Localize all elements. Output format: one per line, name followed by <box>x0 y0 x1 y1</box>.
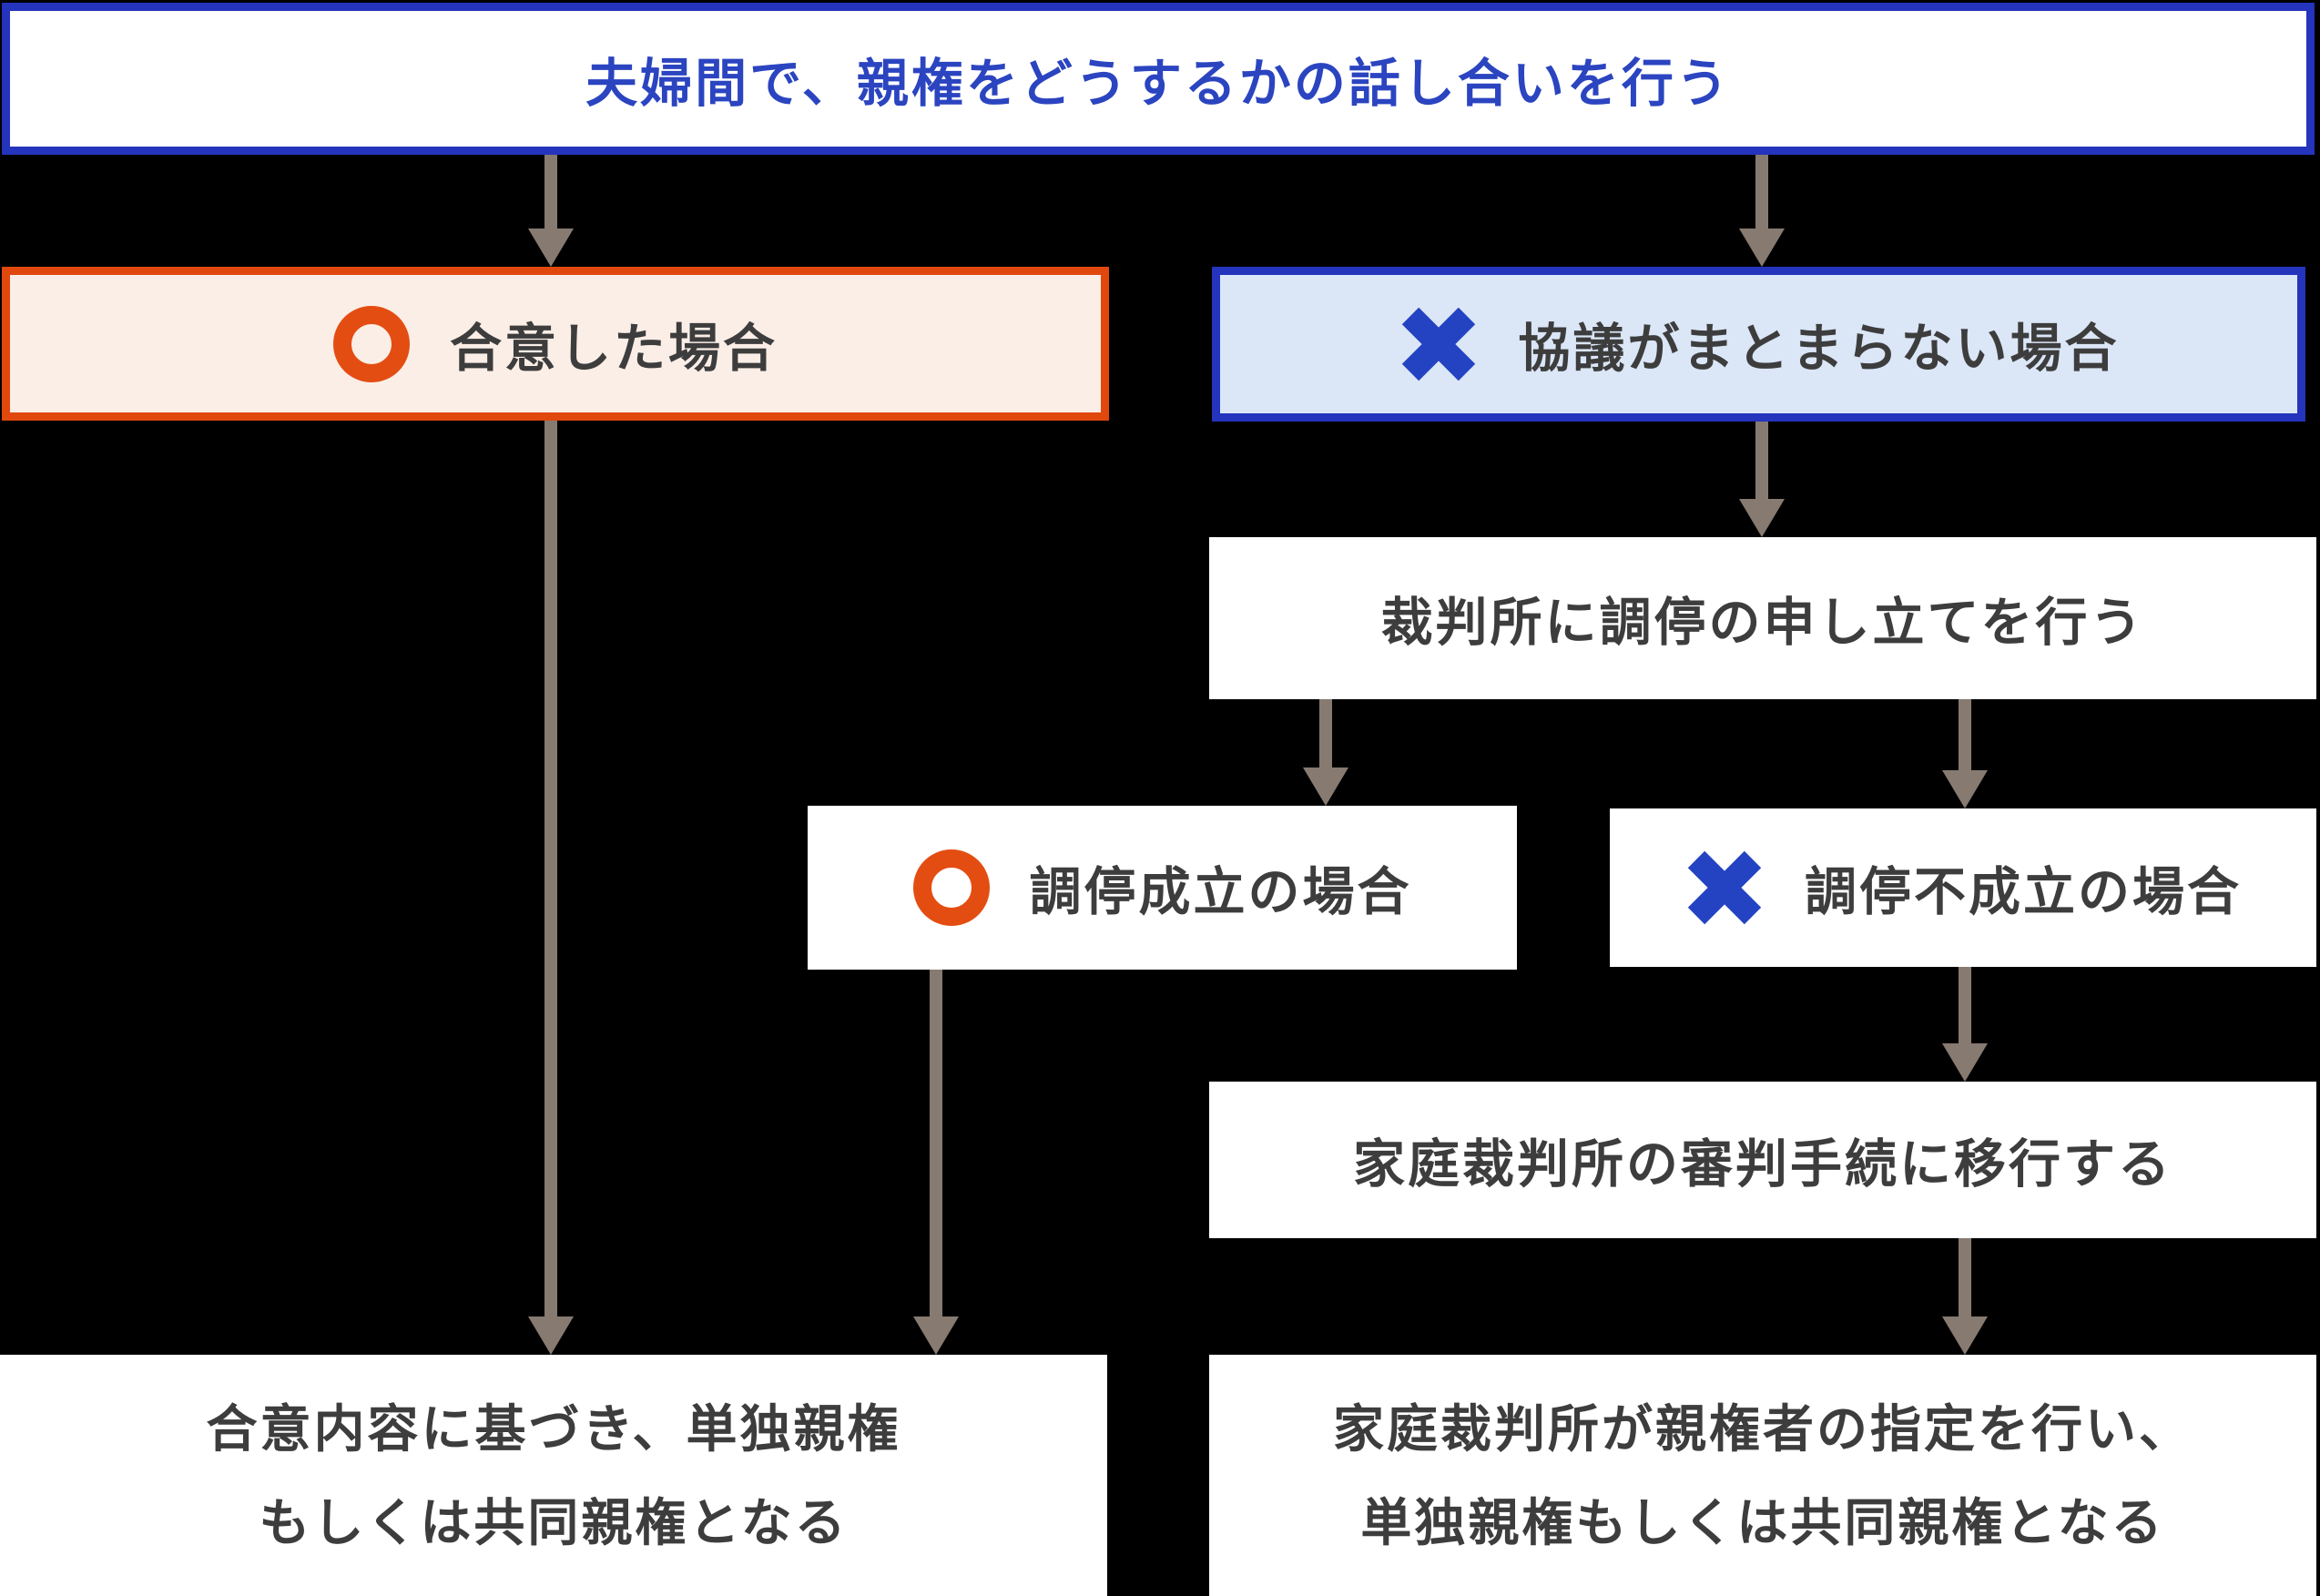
node-mediation-label: 裁判所に調停の申し立てを行う <box>1380 594 2145 652</box>
node-mediation-success: 調停成立の場合 <box>808 806 1517 970</box>
arrow-success-to-outcome <box>930 970 942 1316</box>
node-outcome-court: 家庭裁判所が親権者の指定を行い、 単独親権もしくは共同親権となる <box>1209 1355 2316 1596</box>
node-no-agreement-case: 協議がまとまらない場合 <box>1212 267 2305 422</box>
cross-icon <box>1401 307 1475 381</box>
node-discussion-label: 夫婦間で、親権をどうするかの話し合いを行う <box>585 54 1731 113</box>
node-agreed-case: 合意した場合 <box>2 267 1109 421</box>
arrow-failure-to-trial <box>1959 967 1971 1043</box>
outcome-court-line1: 家庭裁判所が親権者の指定を行い、 <box>1333 1399 2193 1458</box>
node-mediation-success-label: 調停成立の場合 <box>1029 863 1412 921</box>
outcome-agreement-line1: 合意内容に基づき、単独親権 <box>206 1399 901 1458</box>
arrow-start-to-agree <box>544 155 557 229</box>
node-agreed-label: 合意した場合 <box>450 319 778 378</box>
node-discussion-start: 夫婦間で、親権をどうするかの話し合いを行う <box>2 3 2315 155</box>
arrow-mediation-to-success <box>1319 699 1332 768</box>
circle-icon <box>912 849 990 926</box>
node-outcome-agreement: 合意内容に基づき、単独親権 もしくは共同親権となる <box>0 1355 1107 1596</box>
arrow-disagree-to-mediation <box>1755 422 1768 499</box>
cross-icon <box>1687 850 1762 925</box>
node-mediation-failure-label: 調停不成立の場合 <box>1805 863 2242 921</box>
arrow-trial-to-outcome <box>1959 1238 1971 1316</box>
node-no-agreement-label: 協議がまとまらない場合 <box>1518 320 2120 378</box>
arrow-agree-to-outcome <box>544 421 557 1316</box>
node-family-court-trial: 家庭裁判所の審判手続に移行する <box>1209 1082 2316 1238</box>
node-family-court-trial-label: 家庭裁判所の審判手続に移行する <box>1353 1135 2172 1194</box>
circle-icon <box>333 305 410 382</box>
outcome-court-line2: 単独親権もしくは共同親権となる <box>1360 1493 2165 1551</box>
node-mediation-failure: 調停不成立の場合 <box>1610 808 2316 967</box>
arrow-mediation-to-failure <box>1959 699 1971 770</box>
outcome-agreement-line2: もしくは共同親権となる <box>259 1493 849 1551</box>
arrow-start-to-disagree <box>1755 155 1768 229</box>
node-mediation-request: 裁判所に調停の申し立てを行う <box>1209 537 2316 699</box>
